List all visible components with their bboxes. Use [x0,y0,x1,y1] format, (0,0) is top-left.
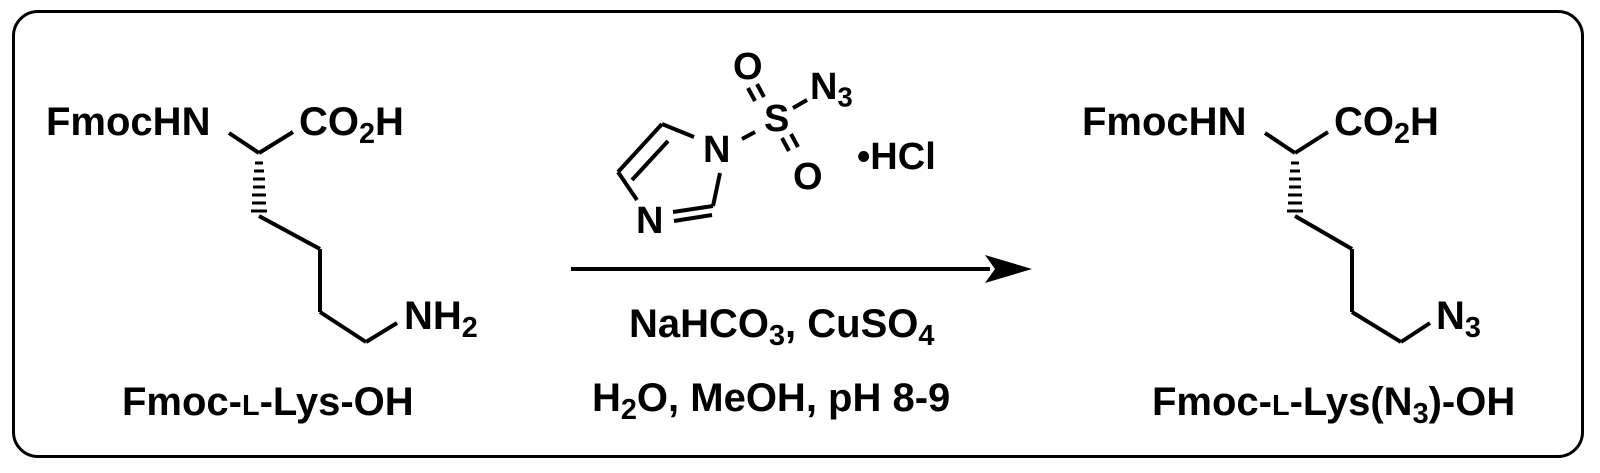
sm-carboxyl-sub: 2 [359,118,376,151]
prod-n-terminus-text: FmocHN [1082,100,1247,144]
reagent-azide: N3 [810,66,853,111]
starting-material-hash-wedge [251,161,267,213]
sm-n-terminus: FmocHN [46,102,210,142]
prod-side-chain-azide: N3 [1436,294,1481,342]
sm-name-stereo: L [242,390,260,422]
prod-name-mid: -Lys(N [1289,380,1413,424]
prod-name-prefix: Fmoc- [1152,380,1272,424]
reagent-sulfur: S [764,98,790,140]
reagent-azide-sub: 3 [837,81,853,113]
reagent-oxygen-top: O [733,46,763,88]
cond-cuso4-sub: 4 [918,320,935,353]
sm-carboxyl-tail: H [375,100,404,144]
reagent-hcl-salt: •HCl [857,136,936,178]
sm-amine-main: NH [404,294,462,338]
sm-carboxyl: CO2H [299,100,404,148]
prod-carboxyl-main: CO [1334,100,1394,144]
conditions-line-1: NaHCO3, CuSO4 [629,302,934,350]
cond-cuso4: , CuSO [785,302,919,346]
sm-name-prefix: Fmoc- [122,380,242,424]
prod-carboxyl: CO2H [1334,100,1439,148]
prod-carboxyl-sub: 2 [1394,118,1411,151]
cond-h2o: H [592,376,621,420]
arrow-head-icon [985,255,1032,283]
reagent-ring-n1: N [703,129,731,171]
conditions-line-2: H2O, MeOH, pH 8-9 [592,376,951,424]
prod-name-sub: 3 [1412,398,1429,431]
sm-amine-sub: 2 [461,312,478,345]
scheme-frame [12,10,1584,458]
prod-name-stereo: L [1272,390,1290,422]
cond-nahco3: NaHCO [629,302,770,346]
prod-n-terminus: FmocHN [1082,102,1246,142]
reagent-oxygen-bottom: O [793,156,823,198]
sm-side-chain-amine: NH2 [404,294,478,342]
starting-material-name: Fmoc-L-Lys-OH [122,382,414,422]
product-hash-wedge [1287,161,1303,213]
reagent-ring-n3: N [636,200,664,242]
product-name: Fmoc-L-Lys(N3)-OH [1152,380,1516,428]
sm-name-suffix: -Lys-OH [259,380,414,424]
sm-carboxyl-main: CO [299,100,359,144]
product-bonds [1263,130,1432,344]
prod-azide-sub: 3 [1464,312,1481,345]
cond-h2o-sub: 2 [620,394,637,427]
reagent-bonds [616,83,808,223]
prod-azide-main: N [1436,294,1465,338]
prod-carboxyl-tail: H [1410,100,1439,144]
reagent-azide-main: N [810,66,838,108]
sm-n-terminus-text: FmocHN [46,100,211,144]
cond-nahco3-sub: 3 [769,320,786,353]
cond-rest: O, MeOH, pH 8-9 [636,376,951,420]
prod-name-suffix: )-OH [1428,380,1516,424]
starting-material-bonds [227,130,399,344]
